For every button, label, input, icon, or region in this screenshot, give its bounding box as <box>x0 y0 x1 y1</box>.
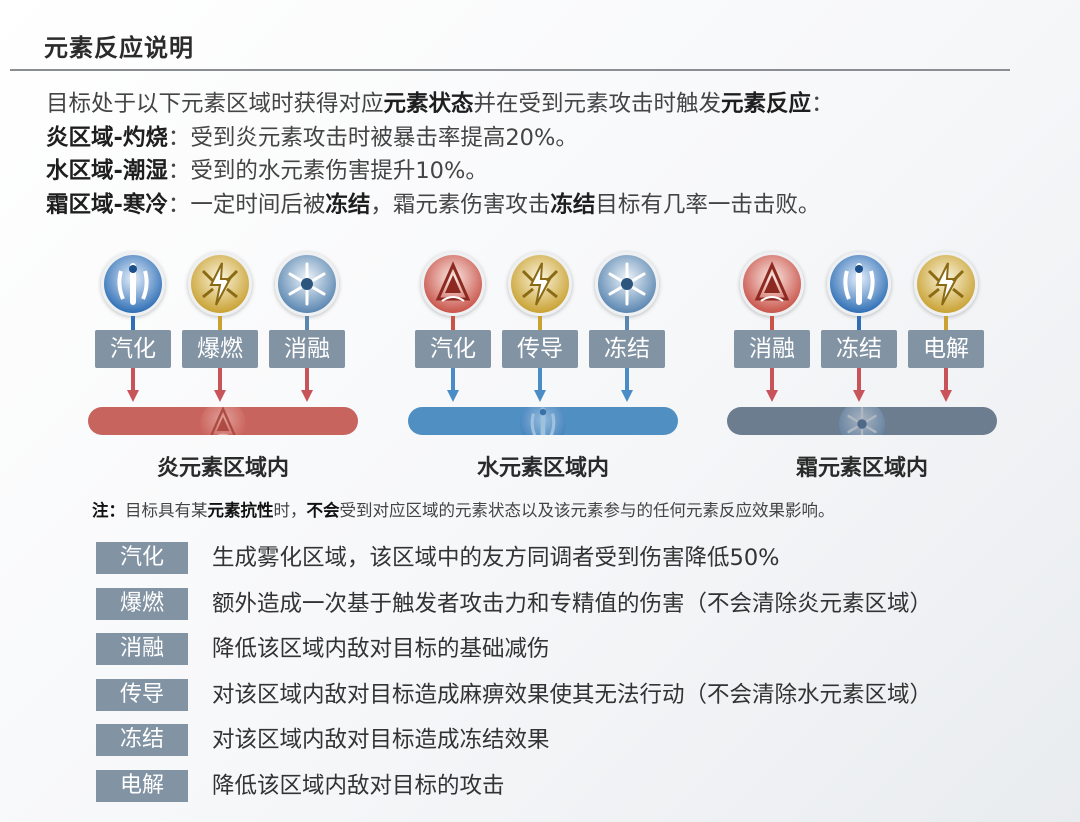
reaction-tag: 冻结 <box>821 330 897 368</box>
zone-group-frost: 消融冻结电解霜元素区域内 <box>727 252 997 482</box>
legend-tag: 传导 <box>96 678 188 711</box>
down-arrow-icon <box>766 368 778 402</box>
zone-label: 水元素区域内 <box>476 456 609 481</box>
intro-text-segment: 目标处于以下元素区域时获得对应 <box>46 91 384 117</box>
intro-text-segment: 并在受到元素攻击时触发 <box>473 91 722 117</box>
fire-icon <box>200 407 246 435</box>
zone-rule-bold: 冻结 <box>325 191 371 218</box>
legend-desc: 降低该区域内敌对目标的基础减伤 <box>212 636 550 662</box>
note-text: 受到对应区域的元素状态以及该元素参与的任何元素反应效果影响。 <box>339 501 835 520</box>
resistance-note: 注：目标具有某元素抗性时，不会受到对应区域的元素状态以及该元素参与的任何元素反应… <box>92 497 835 521</box>
zone-rule-label: 水区域-潮湿 <box>46 158 168 184</box>
zone-label: 炎元素区域内 <box>156 456 289 481</box>
connector-line <box>625 316 629 330</box>
connector-line <box>944 316 948 330</box>
down-arrow-icon <box>214 368 226 402</box>
reaction-tag: 电解 <box>908 330 984 368</box>
reaction-tag: 消融 <box>269 330 345 368</box>
reaction-tag: 爆燃 <box>182 330 258 368</box>
legend-tag: 电解 <box>96 769 188 802</box>
down-arrow-icon <box>301 368 313 402</box>
electric-icon <box>914 252 978 316</box>
legend-tag: 消融 <box>96 633 188 665</box>
legend-tag: 汽化 <box>96 542 188 574</box>
frost-icon <box>275 252 339 316</box>
connector-line <box>131 316 135 330</box>
zone-rule-desc: ：受到炎元素攻击时被暴击率提高20%。 <box>167 124 578 151</box>
intro-bold-segment: 元素反应 <box>721 91 812 117</box>
connector-line <box>538 316 542 330</box>
legend-desc: 生成雾化区域，该区域中的友方同调者受到伤害降低50% <box>212 545 780 571</box>
zone-rule-frost: 霜区域-寒冷：一定时间后被冻结，霜元素伤害攻击冻结目标有几率一击击败。 <box>46 189 1076 221</box>
legend-tag: 冻结 <box>96 724 188 756</box>
reaction-tag: 汽化 <box>95 330 171 368</box>
title-divider <box>10 69 1010 71</box>
down-arrow-icon <box>940 368 952 402</box>
zone-bar <box>408 407 678 435</box>
frost-icon <box>595 252 659 316</box>
zone-rule-fire: 炎区域-灼烧：受到炎元素攻击时被暴击率提高20%。 <box>46 122 1076 154</box>
legend-desc: 降低该区域内敌对目标的攻击 <box>212 772 505 799</box>
water-icon <box>101 252 165 316</box>
down-arrow-icon <box>534 368 546 402</box>
down-arrow-icon <box>853 368 865 402</box>
zone-bar <box>727 407 997 435</box>
down-arrow-icon <box>447 368 459 402</box>
reaction-tag: 冻结 <box>589 330 665 368</box>
zone-rule-label: 炎区域-灼烧 <box>46 124 168 151</box>
connector-line <box>218 316 222 330</box>
zone-rule-desc: ：一定时间后被 <box>167 191 326 218</box>
zone-rule-desc: 目标有几率一击击败。 <box>595 191 821 218</box>
zone-rule-label: 霜区域-寒冷 <box>46 191 168 218</box>
reaction-tag: 汽化 <box>415 330 491 368</box>
electric-icon <box>188 252 252 316</box>
electric-icon <box>508 252 572 316</box>
zone-rule-bold: 冻结 <box>550 191 596 218</box>
connector-line <box>857 316 861 330</box>
legend-desc: 对该区域内敌对目标造成冻结效果 <box>212 727 550 753</box>
zone-rule-desc: ，霜元素伤害攻击 <box>370 191 551 218</box>
connector-line <box>770 316 774 330</box>
water-icon <box>520 407 566 435</box>
fire-icon <box>740 252 804 316</box>
down-arrow-icon <box>621 368 633 402</box>
zone-rule-water: 水区域-潮湿：受到的水元素伤害提升10%。 <box>46 155 1076 187</box>
down-arrow-icon <box>127 368 139 402</box>
zone-rule-desc: ：受到的水元素伤害提升10%。 <box>167 158 488 184</box>
intro-line: 目标处于以下元素区域时获得对应元素状态并在受到元素攻击时触发元素反应： <box>46 88 1076 120</box>
connector-line <box>451 316 455 330</box>
note-text: 时， <box>273 501 307 520</box>
zone-group-fire: 汽化爆燃消融炎元素区域内 <box>88 252 358 482</box>
zone-bar <box>88 407 358 435</box>
legend-tag: 爆燃 <box>96 587 188 620</box>
legend-desc: 对该区域内敌对目标造成麻痹效果使其无法行动（不会清除水元素区域） <box>212 681 933 708</box>
frost-icon <box>839 407 885 435</box>
note-text: 目标具有某 <box>125 501 208 520</box>
zone-label: 霜元素区域内 <box>795 456 928 481</box>
note-bold: 不会 <box>306 501 340 520</box>
zone-group-water: 汽化传导冻结水元素区域内 <box>408 252 678 482</box>
page-title: 元素反应说明 <box>44 34 194 62</box>
connector-line <box>305 316 309 330</box>
legend-desc: 额外造成一次基于触发者攻击力和专精值的伤害（不会清除炎元素区域） <box>212 590 933 617</box>
water-icon <box>827 252 891 316</box>
note-bold: 元素抗性 <box>207 501 274 520</box>
intro-bold-segment: 元素状态 <box>383 91 474 117</box>
note-prefix: 注： <box>92 501 125 520</box>
intro-text-segment: ： <box>811 91 834 117</box>
fire-icon <box>421 252 485 316</box>
reaction-tag: 消融 <box>734 330 810 368</box>
intro-text: 目标处于以下元素区域时获得对应元素状态并在受到元素攻击时触发元素反应： 炎区域-… <box>46 88 1076 222</box>
reaction-tag: 传导 <box>502 330 578 368</box>
